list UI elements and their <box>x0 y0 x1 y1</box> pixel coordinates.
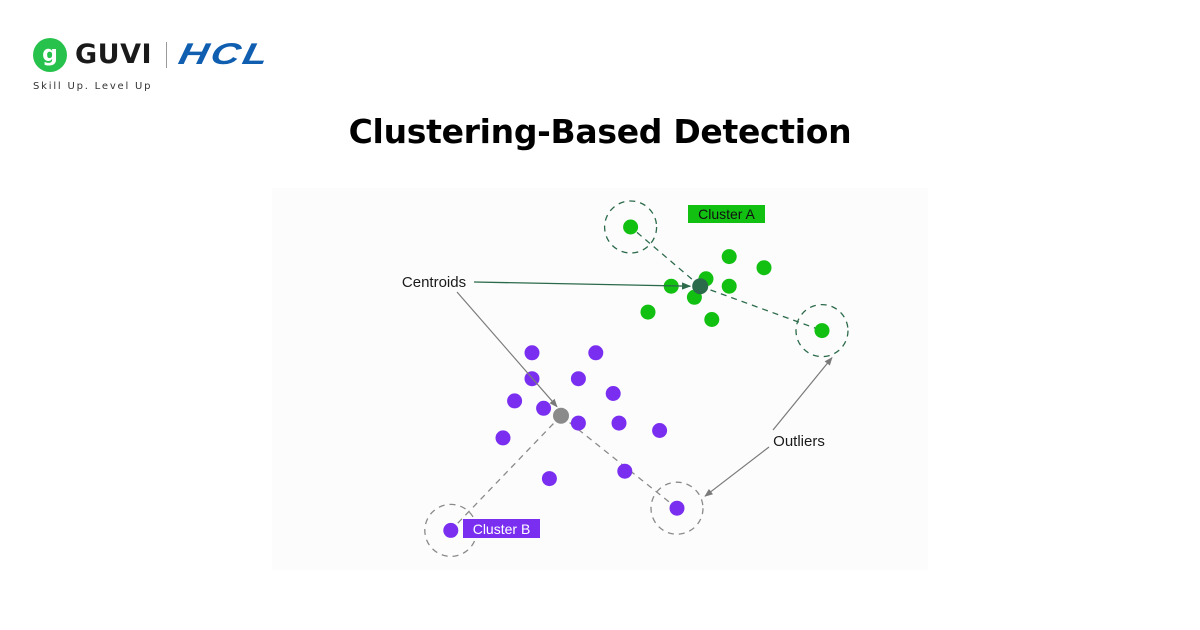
cluster-b-outlier-link-1 <box>560 415 678 509</box>
logo-divider <box>166 42 167 68</box>
cluster-b-label-bg <box>463 519 540 538</box>
cluster-b-outlier-ring-1 <box>650 481 704 535</box>
cluster-a-label-bg <box>688 205 765 223</box>
cluster-b-outlier-link-0 <box>450 415 562 531</box>
guvi-logo-icon: g <box>33 38 67 72</box>
cluster-b-point-4 <box>605 386 621 401</box>
cluster-a-centroid <box>692 278 709 295</box>
guvi-logo-glyph: g <box>42 42 58 67</box>
cluster-a-point-1 <box>756 260 772 276</box>
outlier-arrow-b <box>704 446 770 497</box>
cluster-b-point-7 <box>570 415 586 431</box>
cluster-b-centroid <box>553 407 569 424</box>
cluster-a-label: Cluster A <box>698 206 755 222</box>
cluster-a-point-4 <box>721 278 737 294</box>
centroid-arrow-a <box>473 281 692 290</box>
cluster-a-outlier-ring-1 <box>795 303 849 358</box>
cluster-a-outlier-link-0 <box>630 226 701 287</box>
cluster-b-point-11 <box>541 471 557 487</box>
cluster-a-point-7 <box>704 312 720 327</box>
cluster-b-point-0 <box>524 345 540 361</box>
brand-tagline: Skill Up. Level Up <box>33 81 153 92</box>
centroid-arrow-b <box>456 291 558 408</box>
cluster-a-outlier-point-0 <box>623 219 639 235</box>
cluster-b-point-1 <box>588 345 604 361</box>
guvi-wordmark: GUVI <box>75 39 153 70</box>
cluster-b-outlier-point-0 <box>443 522 459 538</box>
cluster-b-point-3 <box>570 371 586 387</box>
cluster-b-point-10 <box>495 430 511 446</box>
cluster-a-point-6 <box>640 304 656 320</box>
cluster-b-outlier-point-1 <box>669 500 685 516</box>
page-title: Clustering-Based Detection <box>348 112 852 151</box>
cluster-b-point-6 <box>536 400 552 416</box>
cluster-a-point-0 <box>721 249 737 265</box>
cluster-b-point-8 <box>611 415 627 431</box>
cluster-a-outlier-link-1 <box>699 285 823 332</box>
cluster-a-outlier-point-1 <box>814 323 830 339</box>
cluster-b-point-12 <box>617 463 633 479</box>
centroids-annotation: Centroids <box>402 274 466 291</box>
diagram-panel <box>272 188 928 570</box>
cluster-a-outlier-ring-0 <box>603 200 658 254</box>
outliers-annotation: Outliers <box>773 433 825 450</box>
outlier-arrow-a <box>772 356 833 431</box>
cluster-b-label: Cluster B <box>473 521 531 537</box>
cluster-b-point-5 <box>507 393 523 409</box>
cluster-b-point-9 <box>652 423 668 438</box>
